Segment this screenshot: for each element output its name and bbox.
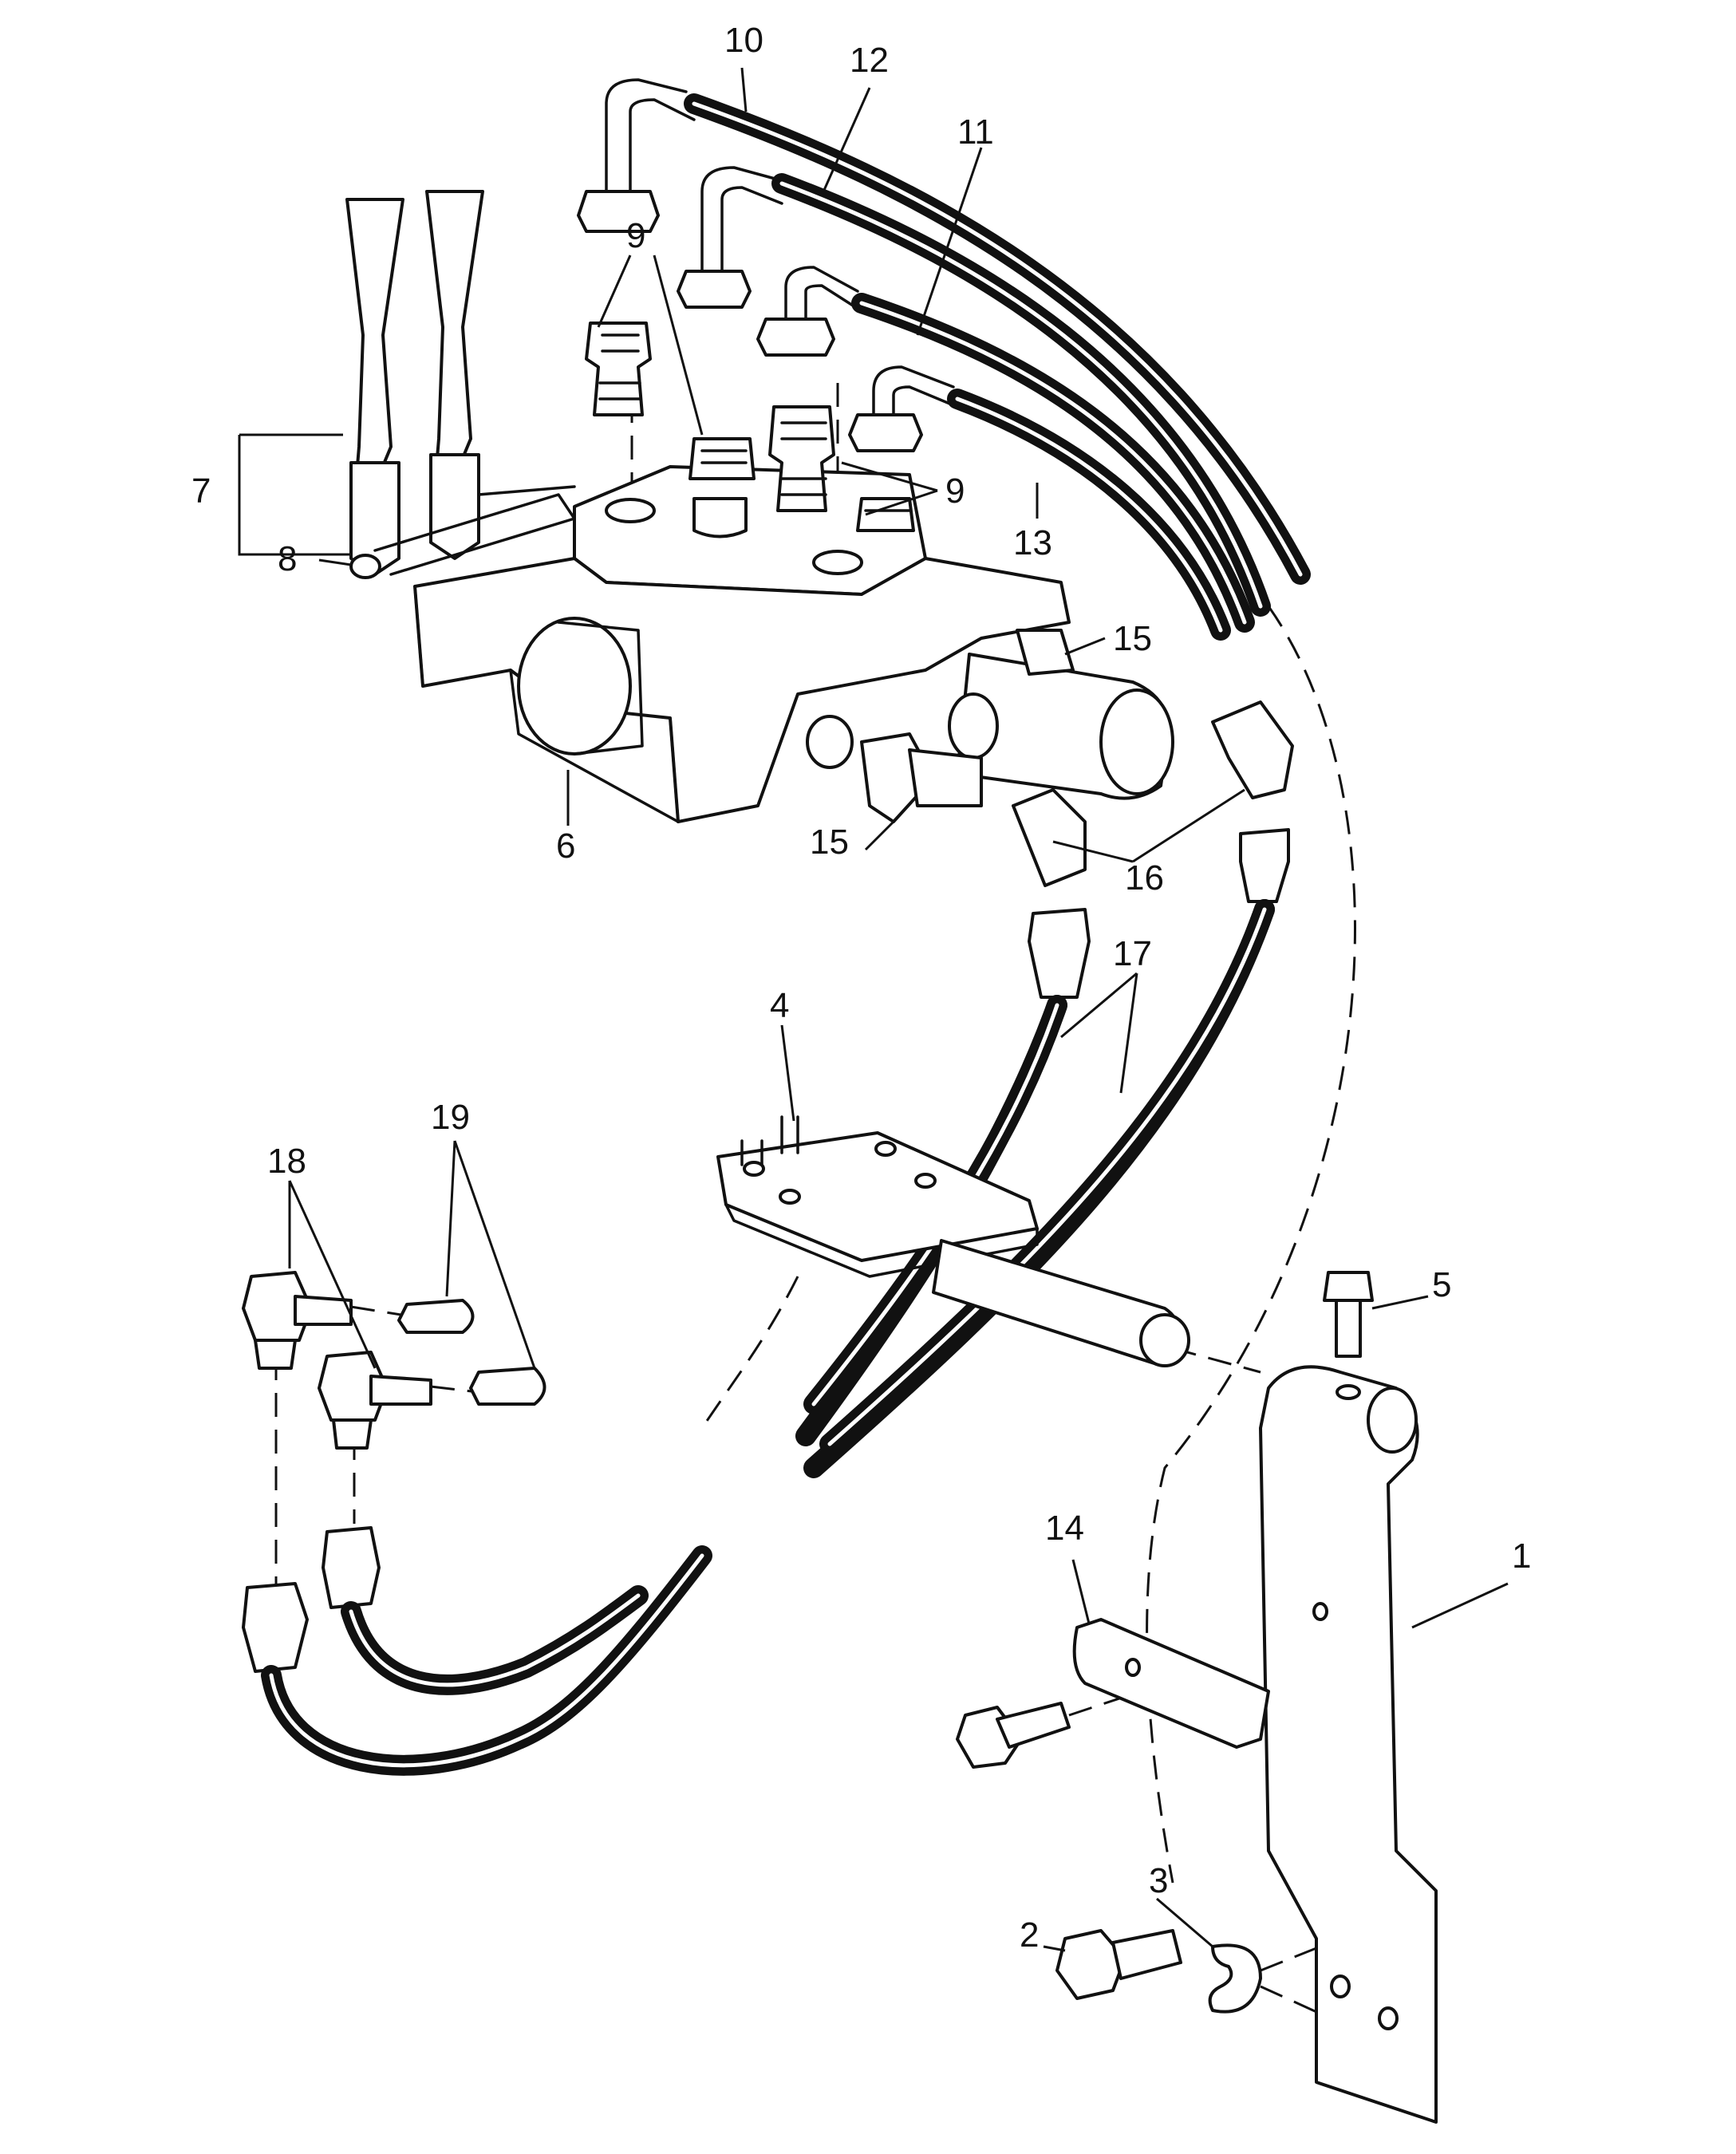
callout-labels: 1 2 3 4 5 6 7 8 9 9 10 11 12 13 14 15 15…: [191, 21, 1531, 1955]
callout-12: 12: [850, 41, 889, 80]
callout-6: 6: [556, 826, 575, 866]
callout-2: 2: [1020, 1915, 1039, 1955]
upper-hose-bundle: [577, 78, 1311, 641]
callout-17: 17: [1113, 934, 1152, 973]
callout-7: 7: [191, 471, 211, 511]
callout-13: 13: [1013, 523, 1052, 562]
leader-lines: [238, 67, 1509, 1952]
callout-9-upper: 9: [626, 216, 645, 255]
callout-10: 10: [724, 21, 763, 60]
callout-19: 19: [431, 1098, 470, 1137]
callout-14: 14: [1045, 1509, 1084, 1548]
callout-15-upper: 15: [1113, 619, 1152, 658]
callout-5: 5: [1432, 1265, 1451, 1304]
bolt-2-snap-ring-3: [1055, 1929, 1262, 2014]
phantom-line-arc: [1146, 606, 1356, 1884]
callout-9-lower: 9: [945, 471, 965, 511]
control-levers: [345, 190, 576, 579]
callout-8: 8: [278, 539, 297, 578]
callout-3: 3: [1149, 1861, 1168, 1900]
support-bracket-1: [1259, 1365, 1438, 2124]
lower-left-fittings-18-19: [242, 1271, 712, 1776]
control-valve-body: [413, 465, 1174, 823]
bolt-5: [1323, 1271, 1374, 1358]
fittings-15-16: [860, 629, 1294, 887]
fittings-9: [585, 322, 915, 532]
callout-18: 18: [267, 1142, 306, 1181]
callout-16: 16: [1125, 858, 1164, 898]
phantom-line-hose-lower: [700, 1276, 799, 1429]
clamp-14: [956, 1618, 1270, 1769]
mounting-plate-4: [716, 1115, 1190, 1367]
callout-4: 4: [770, 986, 789, 1025]
callout-11: 11: [957, 112, 994, 152]
callout-15-lower: 15: [810, 823, 849, 862]
callout-1: 1: [1512, 1537, 1531, 1576]
